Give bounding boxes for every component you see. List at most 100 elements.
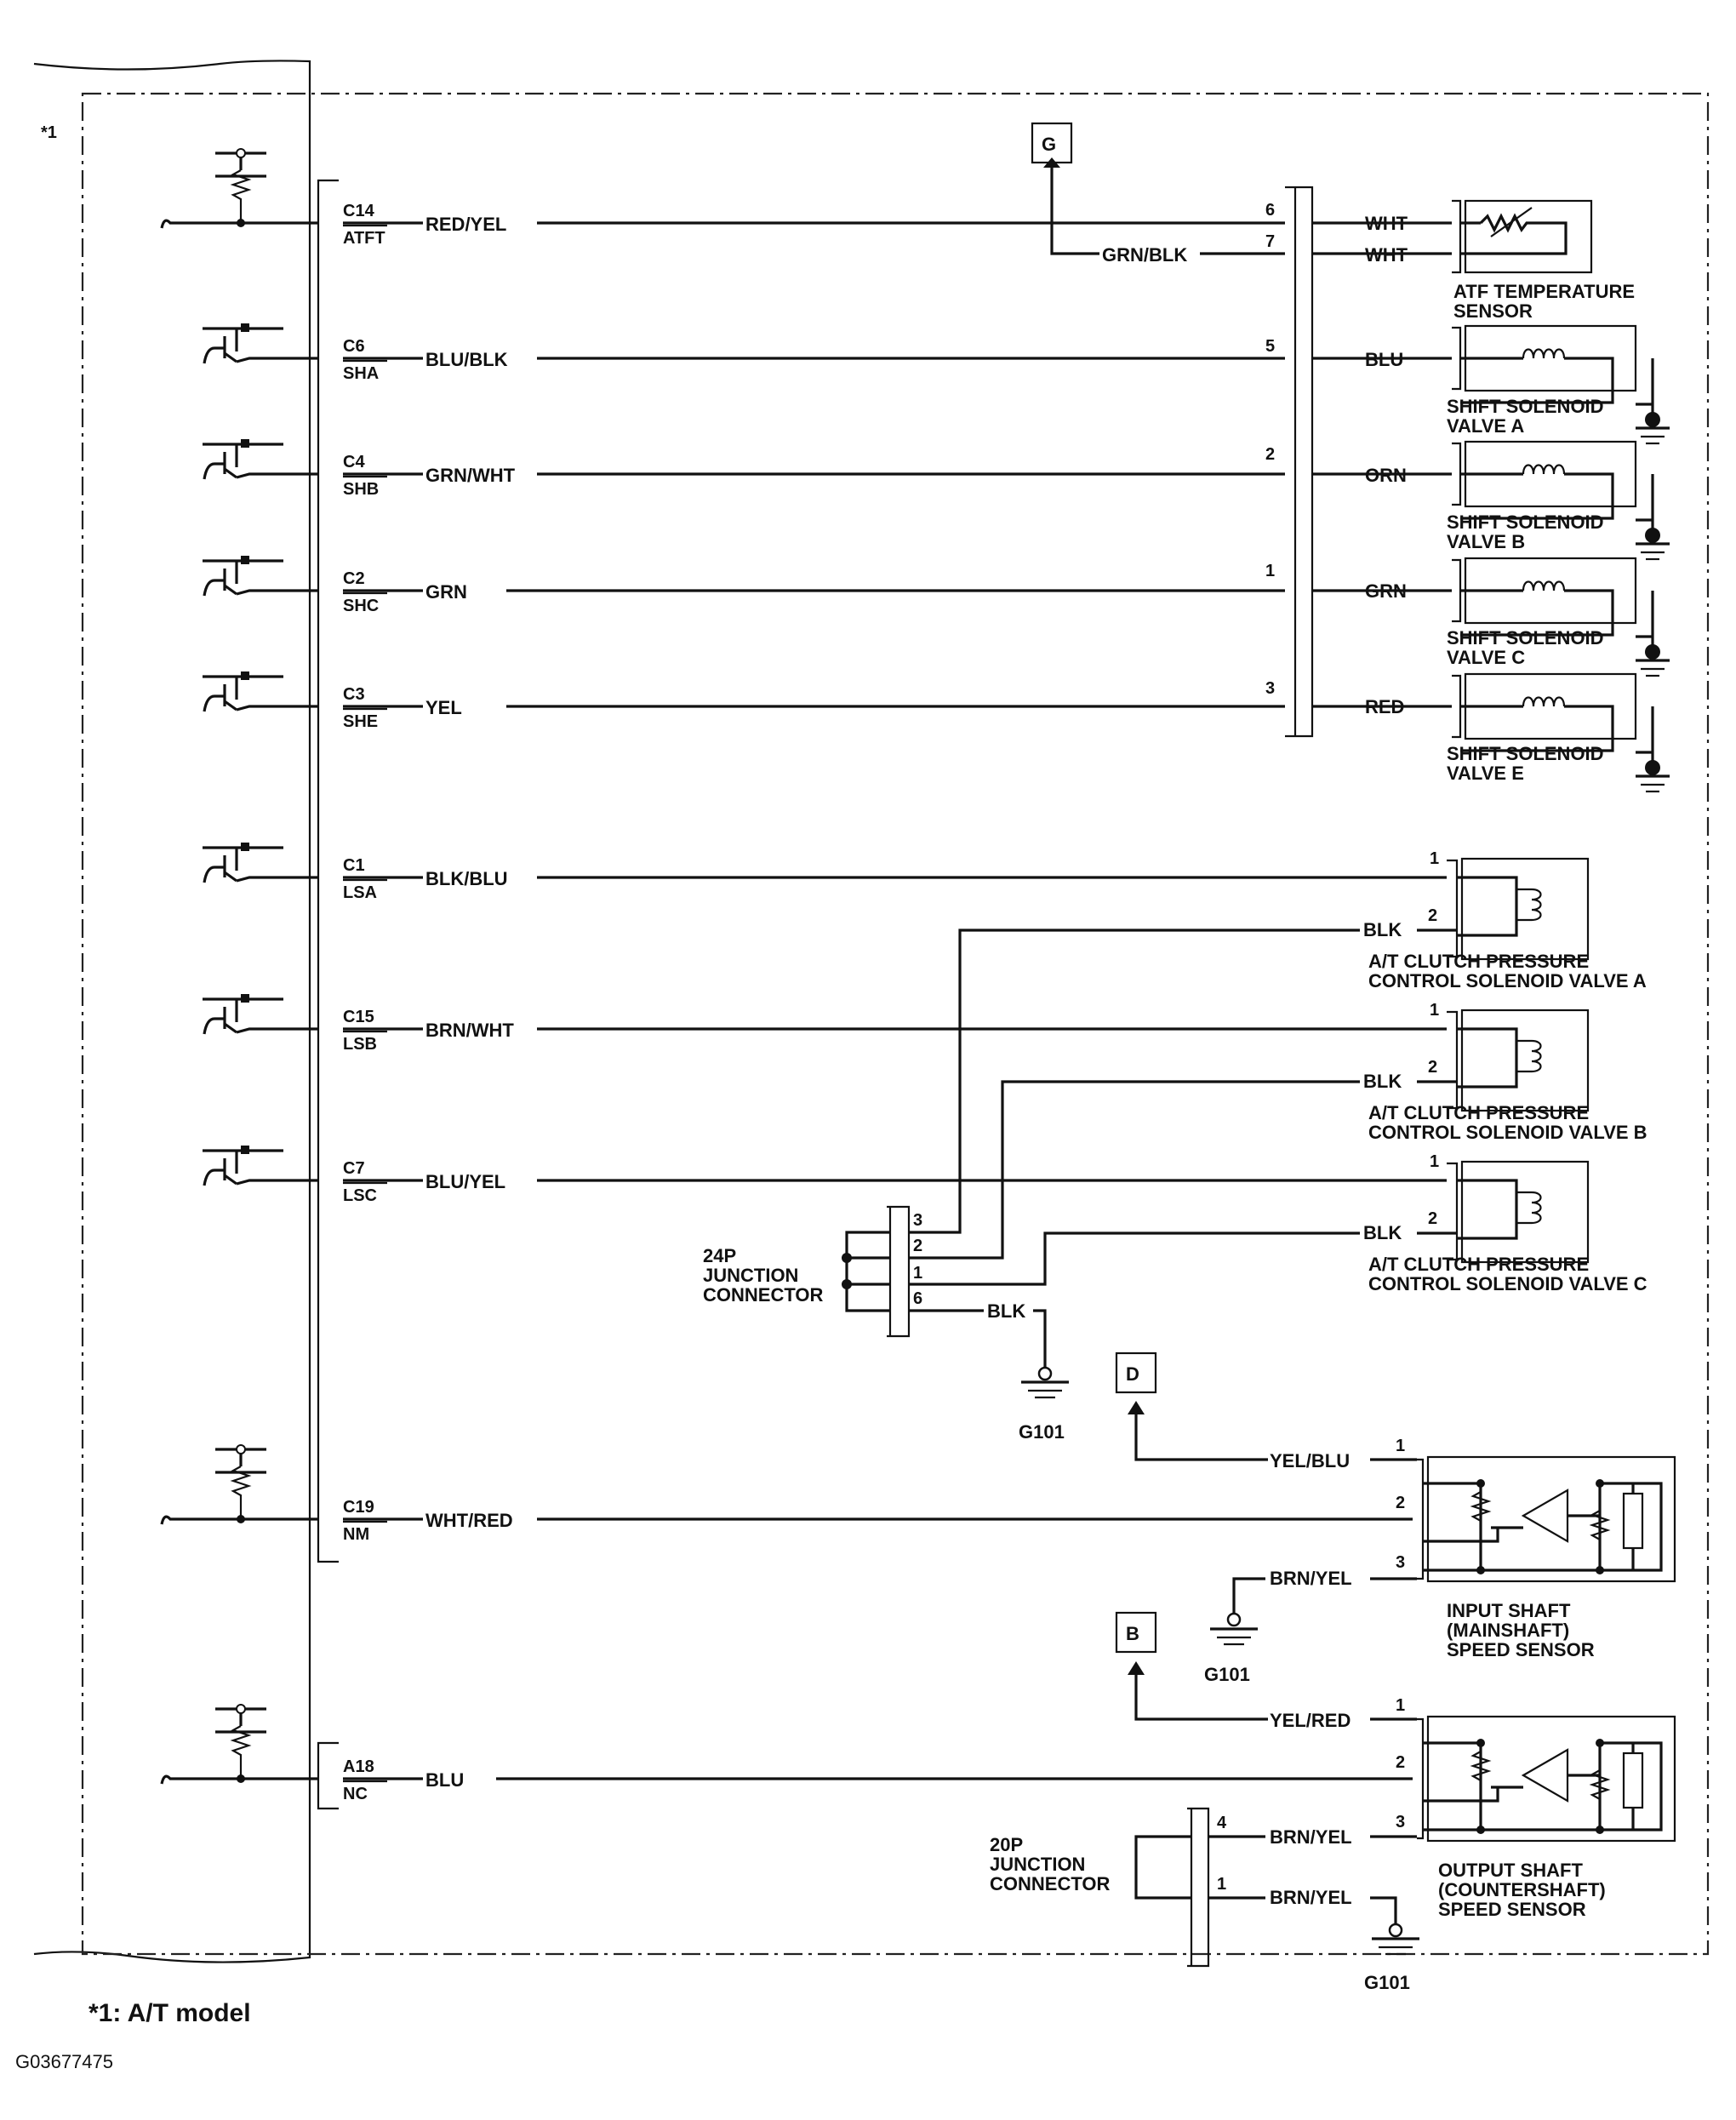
j20-ground-wire [1208, 1896, 1397, 1928]
sol-c-caption: VALVE C [1447, 647, 1525, 668]
input-sensor-caption: (MAINSHAFT) [1447, 1620, 1569, 1641]
lsc-pin-1: 1 [1430, 1152, 1439, 1171]
ecm-func-label: ATFT [343, 229, 385, 248]
driver-emitter [224, 1022, 237, 1034]
is-p3-ground [1232, 1577, 1265, 1617]
ecm-func-label: NC [343, 1785, 368, 1803]
tag-b: B [1115, 1611, 1268, 1721]
solenoid-return [1460, 357, 1614, 404]
driver-out [236, 1179, 318, 1186]
lsa-pin-2: 2 [1428, 906, 1437, 925]
ecm-pin-label: C7 [343, 1159, 365, 1178]
sol-b-caption: VALVE B [1447, 531, 1525, 552]
sensor-bracket [1417, 1458, 1425, 1580]
j20-pin: 1 [1217, 1875, 1226, 1894]
input-sensor-p1-wire: YEL/BLU [1270, 1450, 1350, 1471]
pc-bracket [1447, 1162, 1459, 1261]
input-sensor-caption: INPUT SHAFT [1447, 1600, 1571, 1621]
ecm-pin-label: C14 [343, 202, 375, 220]
module-note-marker: *1 [41, 123, 57, 142]
atf-bracket [1452, 199, 1462, 274]
pullup-line [160, 219, 318, 229]
driver-base [203, 866, 225, 883]
output-sensor-caption: (COUNTERSHAFT) [1438, 1879, 1606, 1900]
ecm-func-label: LSC [343, 1186, 377, 1205]
lsc-ground-wire: BLK [1363, 1222, 1402, 1243]
solenoid-coil [1522, 464, 1566, 475]
pc-to-junction [909, 1080, 1360, 1260]
driver-base [203, 1017, 225, 1035]
output-sensor-caption: SPEED SENSOR [1438, 1899, 1586, 1920]
pullup-node [237, 1774, 245, 1783]
sol-b-caption: SHIFT SOLENOID [1447, 511, 1604, 533]
jm-out-wire: BLU [1365, 349, 1403, 370]
jm-pin: 3 [1265, 679, 1275, 698]
lsa-caption: CONTROL SOLENOID VALVE A [1368, 970, 1647, 991]
ecm-wire-label: WHT/RED [425, 1510, 513, 1531]
sensor-node [1596, 1739, 1604, 1747]
jm-pin: 2 [1265, 445, 1275, 464]
pc-to-junction [909, 929, 1360, 1234]
ecm-wire-label: RED/YEL [425, 214, 506, 235]
ecm-wire-label: BRN/WHT [425, 1020, 514, 1041]
j20-pin: 4 [1217, 1814, 1227, 1832]
pc-box [1460, 1009, 1590, 1112]
solenoid-coil [1522, 348, 1566, 359]
junction-20p [1134, 1807, 1210, 1968]
output-sensor-p1-wire: YEL/RED [1270, 1710, 1351, 1731]
jm-out-wire: RED [1365, 696, 1404, 717]
ecm-wire-label: BLU/YEL [425, 1171, 505, 1192]
atf-sensor-caption: SENSOR [1453, 300, 1533, 322]
ecm-func-label: LSB [343, 1035, 377, 1054]
jm-out-wire: GRN [1365, 580, 1407, 602]
ecm-wire-label: BLU/BLK [425, 349, 508, 370]
lsb-caption: CONTROL SOLENOID VALVE B [1368, 1122, 1647, 1143]
driver-base [203, 462, 225, 480]
j20-wire: BRN/YEL [1270, 1887, 1352, 1908]
figure-code: G03677475 [15, 2051, 113, 2072]
ecm-wire-label: BLU [425, 1769, 464, 1791]
j24-ground-line [1033, 1309, 1047, 1370]
pc-to-junction [909, 1231, 1360, 1286]
sensor-element [1622, 1492, 1644, 1550]
driver-collector-node [241, 556, 249, 564]
footnote: *1: A/T model [89, 1999, 251, 2027]
lsb-caption: A/T CLUTCH PRESSURE [1368, 1102, 1589, 1123]
lsc-caption: CONTROL SOLENOID VALVE C [1368, 1273, 1647, 1294]
driver-emitter [224, 700, 237, 711]
module-outline [33, 60, 311, 1963]
junction-24p [842, 1205, 911, 1338]
tag-d: D [1115, 1351, 1268, 1461]
driver-out [236, 876, 318, 883]
output-sensor-pin-2: 2 [1396, 1753, 1405, 1772]
sensor-pin2-lead [1423, 1528, 1499, 1543]
text-layer: 6 7 5 2 1 3 WHT WHT BLU ORN GRN RED ATF … [15, 201, 1647, 2072]
ecm-func-label: LSA [343, 883, 377, 902]
g101-label: G101 [1364, 1972, 1410, 1993]
jm-out-wire: WHT [1365, 213, 1408, 234]
solenoid-return [1460, 472, 1614, 520]
solenoid-coil [1522, 580, 1566, 591]
atf-sensor-caption: ATF TEMPERATURE [1453, 281, 1635, 302]
pullup-terminal [236, 1444, 246, 1454]
pullup-resistor [230, 169, 252, 223]
g101-label: G101 [1204, 1664, 1250, 1685]
j20-label: CONNECTOR [990, 1873, 1110, 1894]
ecm-connector-bracket [317, 179, 339, 1563]
ecm-wire-label: GRN/WHT [425, 465, 516, 486]
j20-label: 20P [990, 1834, 1023, 1855]
jm-out-wire: ORN [1365, 465, 1407, 486]
sensor-node [1596, 1566, 1604, 1574]
sol-a-caption: VALVE A [1447, 415, 1524, 437]
jm-pin: 7 [1265, 232, 1275, 251]
g101-label: G101 [1019, 1421, 1065, 1443]
pc-bracket [1447, 1010, 1459, 1110]
ground-node [1645, 412, 1660, 427]
driver-out [236, 357, 318, 363]
driver-collector-node [241, 843, 249, 851]
sensor-bracket [1417, 1717, 1425, 1840]
lsc-pin-2: 2 [1428, 1209, 1437, 1228]
input-sensor-pin-1: 1 [1396, 1437, 1405, 1455]
driver-emitter [224, 584, 237, 596]
